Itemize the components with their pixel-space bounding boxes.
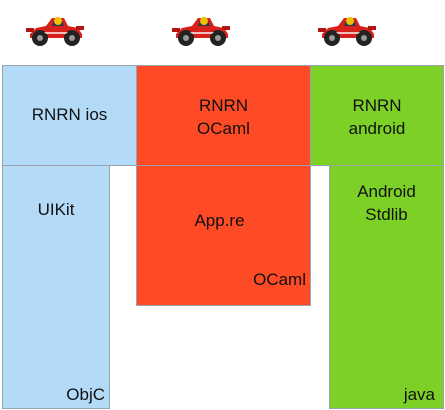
ocaml-label: OCaml xyxy=(253,270,306,289)
rnrn-ocaml-box: RNRN OCaml xyxy=(136,65,311,166)
uikit-box: UIKit ObjC xyxy=(2,165,110,409)
rnrn-android-line1: RNRN xyxy=(352,96,402,115)
app-re-box: App.re OCaml xyxy=(136,165,311,306)
rnrn-ios-text: RNRN ios xyxy=(31,105,108,124)
rnrn-ocaml-line2: OCaml xyxy=(197,119,250,138)
uikit-label: UIKit xyxy=(37,200,75,219)
android-stdlib-box: Android Stdlib java xyxy=(329,165,444,409)
android-line: Android xyxy=(357,182,416,201)
java-label: java xyxy=(403,385,435,404)
rnrn-ios-box: RNRN ios xyxy=(2,65,137,166)
race-car-icon xyxy=(318,17,376,46)
race-car-icon xyxy=(172,17,230,46)
rnrn-android-box: RNRN android xyxy=(310,65,444,166)
app-re-label: App.re xyxy=(194,211,245,230)
stdlib-line: Stdlib xyxy=(365,205,408,224)
rnrn-android-line2: android xyxy=(348,119,406,138)
rnrn-android-label: RNRN android xyxy=(311,94,443,140)
rnrn-ios-label: RNRN ios xyxy=(3,103,136,126)
rnrn-ocaml-label: RNRN OCaml xyxy=(137,94,310,140)
race-car-icon xyxy=(26,17,84,46)
android-stdlib-label: Android Stdlib xyxy=(330,180,443,226)
objc-label: ObjC xyxy=(66,385,105,404)
rnrn-ocaml-line1: RNRN xyxy=(198,96,249,115)
